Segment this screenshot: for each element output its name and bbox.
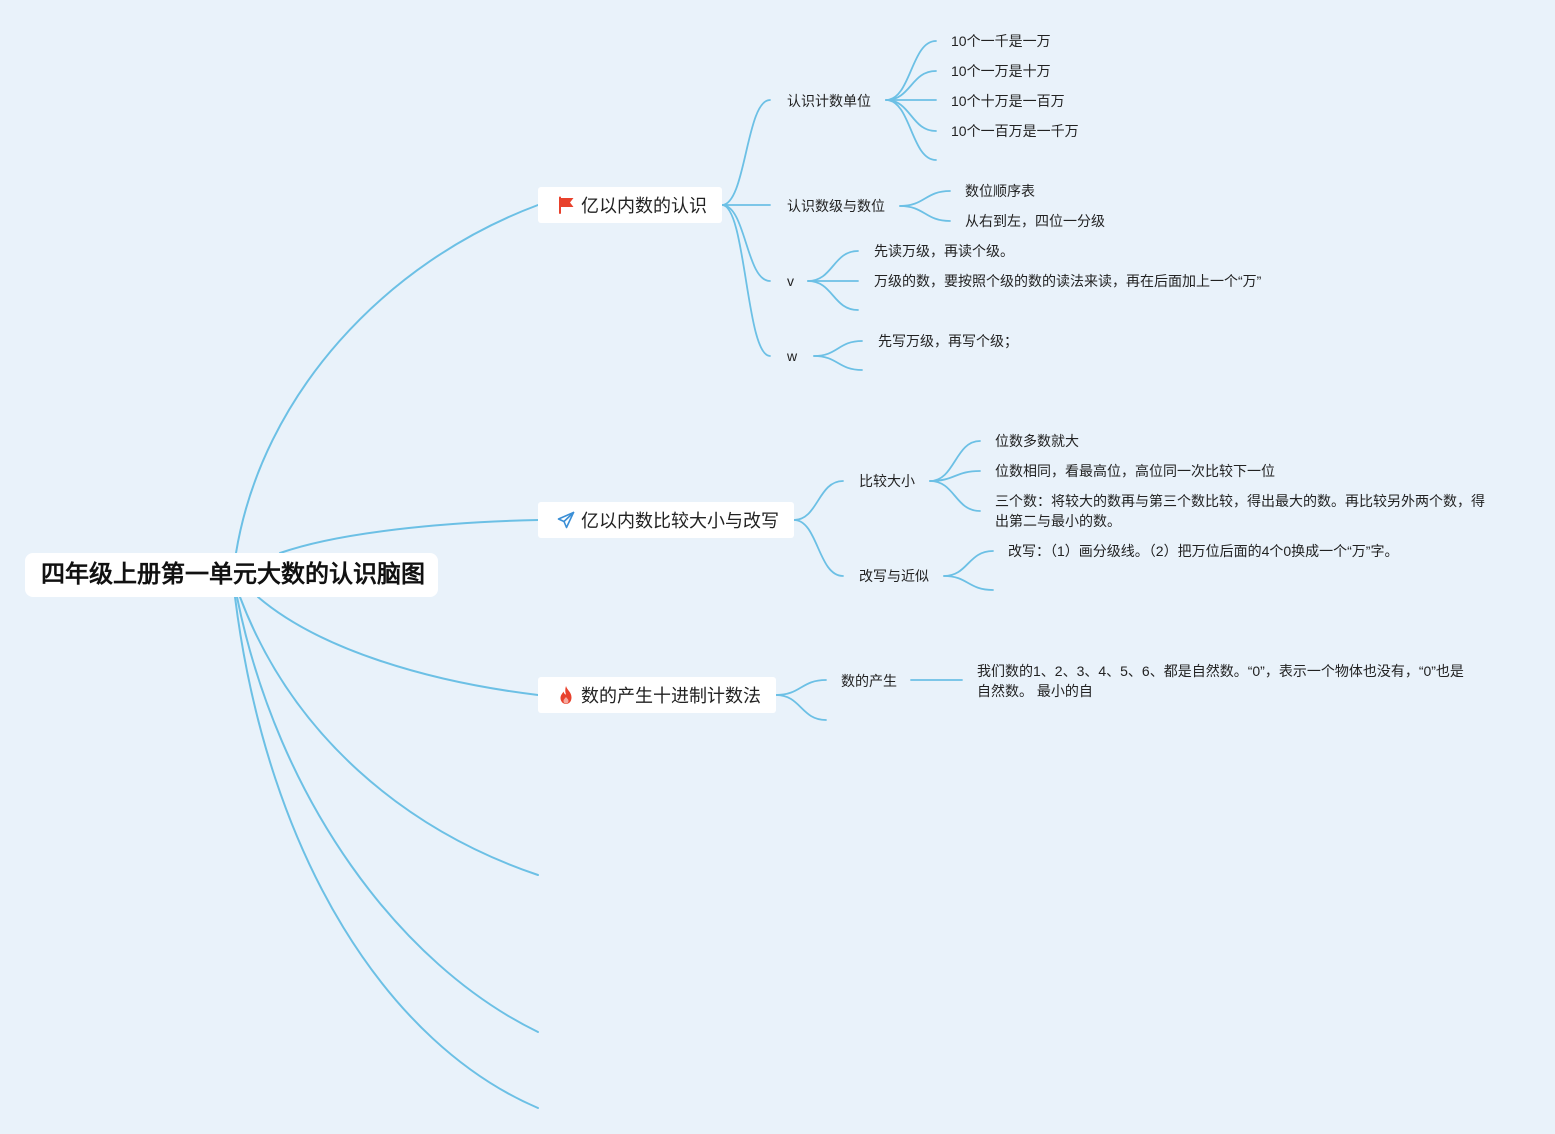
leaf-line: 自然数。 最小的自: [977, 683, 1093, 699]
topic-v[interactable]: v: [787, 273, 794, 289]
connector-root-empty-branch-6: [234, 596, 539, 1109]
connector-leaf: [807, 250, 859, 282]
connector-leaf: [899, 190, 951, 207]
leaf-item[interactable]: 改写：（1）画分级线。（2）把万位后面的4个0换成一个“万”字。: [1008, 543, 1399, 559]
leaf-item[interactable]: 数位顺序表: [965, 183, 1035, 199]
leaf-item[interactable]: 从右到左，四位一分级: [965, 213, 1105, 229]
connector-leaf-empty: [807, 280, 859, 311]
connector-branch3-topic1: [775, 679, 827, 696]
root-title: 四年级上册第一单元大数的认识脑图: [41, 561, 425, 588]
connector-root-empty-branch-5: [236, 596, 539, 1033]
leaf-item[interactable]: 10个一千是一万: [951, 33, 1051, 49]
branch-node-3[interactable]: 数的产生十进制计数法: [538, 677, 776, 713]
connector-root-empty-branch-4: [239, 596, 539, 876]
connector-leaf: [885, 99, 937, 132]
leaf-line: 三个数：将较大的数再与第三个数比较，得出最大的数。再比较另外两个数，得: [995, 493, 1485, 509]
flag-icon: [557, 195, 575, 215]
topic-digit-levels[interactable]: 认识数级与数位: [787, 198, 885, 214]
topic-w[interactable]: w: [787, 348, 798, 364]
branch-node-2[interactable]: 亿以内数比较大小与改写: [538, 502, 794, 538]
connector-leaf: [885, 70, 937, 101]
leaf-item[interactable]: 10个一万是十万: [951, 63, 1051, 79]
topic-number-origin[interactable]: 数的产生: [841, 673, 897, 689]
leaf-item[interactable]: 先读万级，再读个级。: [874, 243, 1014, 259]
connector-branch1-topic3: [721, 204, 771, 282]
topic-compare-size[interactable]: 比较大小: [859, 473, 915, 489]
connector-leaf: [929, 440, 981, 482]
connector-leaf: [813, 340, 863, 357]
connector-root-branch-3: [257, 596, 539, 696]
connector-branch1-topic4: [721, 204, 771, 357]
connector-branch2-topic1: [793, 480, 844, 521]
leaf-item[interactable]: 位数多数就大: [995, 433, 1079, 449]
leaf-item[interactable]: 位数相同，看最高位，高位同一次比较下一位: [995, 463, 1275, 479]
leaf-item[interactable]: 我们数的1、2、3、4、5、6、都是自然数。“0”，表示一个物体也没有，“0”也…: [977, 661, 1464, 701]
connector-root-branch-2: [279, 519, 539, 554]
leaf-line: 我们数的1、2、3、4、5、6、都是自然数。“0”，表示一个物体也没有，“0”也…: [977, 663, 1464, 679]
connector-leaf: [885, 40, 937, 101]
leaf-item[interactable]: 10个十万是一百万: [951, 93, 1065, 109]
leaf-item[interactable]: 10个一百万是一千万: [951, 123, 1079, 139]
connector-leaf: [943, 550, 994, 577]
branch-node-1[interactable]: 亿以内数的认识: [538, 187, 722, 223]
paper-plane-icon: [557, 510, 575, 530]
connector-branch1-topic1: [721, 99, 771, 206]
connector-leaf-empty: [813, 355, 863, 371]
leaf-item[interactable]: 三个数：将较大的数再与第三个数比较，得出最大的数。再比较另外两个数，得 出第二与…: [995, 491, 1485, 531]
leaf-item[interactable]: 万级的数，要按照个级的数的读法来读，再在后面加上一个“万”: [874, 273, 1262, 289]
topic-rewrite-approximate[interactable]: 改写与近似: [859, 568, 929, 584]
connector-branch3-empty: [775, 694, 827, 721]
connector-leaf-empty: [885, 99, 937, 161]
fire-icon: [557, 685, 575, 705]
branch-label: 亿以内数的认识: [581, 196, 707, 216]
connector-leaf-empty: [943, 575, 994, 591]
connector-leaf: [929, 480, 981, 512]
root-node[interactable]: 四年级上册第一单元大数的认识脑图: [25, 553, 438, 597]
topic-counting-units[interactable]: 认识计数单位: [787, 93, 871, 109]
leaf-item[interactable]: 先写万级，再写个级；: [878, 333, 1018, 349]
branch-label: 数的产生十进制计数法: [581, 686, 761, 706]
connector-root-branch-1: [235, 204, 539, 554]
leaf-line: 出第二与最小的数。: [995, 513, 1121, 529]
connector-branch2-topic2: [793, 519, 844, 577]
connector-leaf: [899, 205, 951, 222]
branch-label: 亿以内数比较大小与改写: [581, 511, 779, 531]
